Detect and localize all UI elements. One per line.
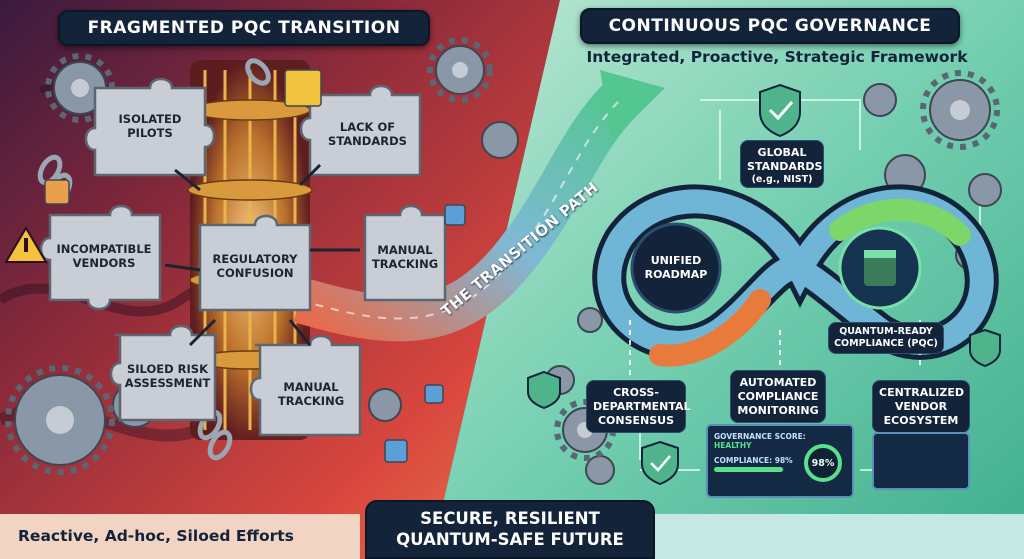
- bottom-center-line2: QUANTUM-SAFE FUTURE: [396, 530, 624, 550]
- bottom-right-band: [640, 514, 1024, 559]
- puzzle-lack-of-standards: LACK OF STANDARDS: [328, 120, 407, 149]
- puzzle-regulatory-confusion: REGULATORY CONFUSION: [212, 252, 298, 281]
- bottom-left-caption: Reactive, Ad-hoc, Siloed Efforts: [0, 514, 360, 559]
- puzzle-isolated-pilots: ISOLATED PILOTS: [118, 112, 182, 141]
- node-cross-departmental-consensus: CROSS-DEPARTMENTAL CONSENSUS: [586, 380, 691, 434]
- node-global-standards: GLOBAL STANDARDS (e.g., NIST): [740, 140, 824, 188]
- compliance-label: COMPLIANCE: 98%: [714, 456, 793, 465]
- governance-score-label: GOVERNANCE SCORE:: [714, 432, 806, 441]
- left-title: FRAGMENTED PQC TRANSITION: [58, 10, 430, 46]
- node-unified-roadmap: UNIFIED ROADMAP: [644, 254, 708, 281]
- node-quantum-ready-compliance: QUANTUM-READY COMPLIANCE (PQC): [828, 322, 944, 354]
- bottom-center-banner: SECURE, RESILIENT QUANTUM-SAFE FUTURE: [365, 500, 655, 559]
- node-automated-compliance-monitoring: AUTOMATED COMPLIANCE MONITORING: [730, 370, 826, 424]
- puzzle-incompatible-vendors: INCOMPATIBLE VENDORS: [56, 242, 152, 271]
- puzzle-manual-tracking-top: MANUAL TRACKING: [371, 243, 439, 272]
- puzzle-siloed-risk-assessment: SILOED RISK ASSESSMENT: [124, 362, 211, 391]
- global-standards-label: GLOBAL STANDARDS: [747, 146, 823, 173]
- governance-score-status: HEALTHY: [714, 441, 752, 450]
- node-centralized-vendor-ecosystem: CENTRALIZED VENDOR ECOSYSTEM: [872, 380, 970, 434]
- bottom-center-line1: SECURE, RESILIENT: [420, 509, 600, 528]
- vendor-monitor: [872, 432, 970, 490]
- compliance-ring: 98%: [804, 444, 842, 482]
- compliance-bar-fill: [714, 467, 783, 472]
- governance-dashboard: GOVERNANCE SCORE: HEALTHY COMPLIANCE: 98…: [706, 424, 854, 498]
- global-standards-note: (e.g., NIST): [751, 173, 813, 185]
- compliance-bar: [714, 467, 784, 472]
- right-title: CONTINUOUS PQC GOVERNANCE: [580, 8, 960, 44]
- puzzle-manual-tracking-bottom: MANUAL TRACKING: [277, 380, 345, 409]
- subtitle: Integrated, Proactive, Strategic Framewo…: [586, 48, 968, 66]
